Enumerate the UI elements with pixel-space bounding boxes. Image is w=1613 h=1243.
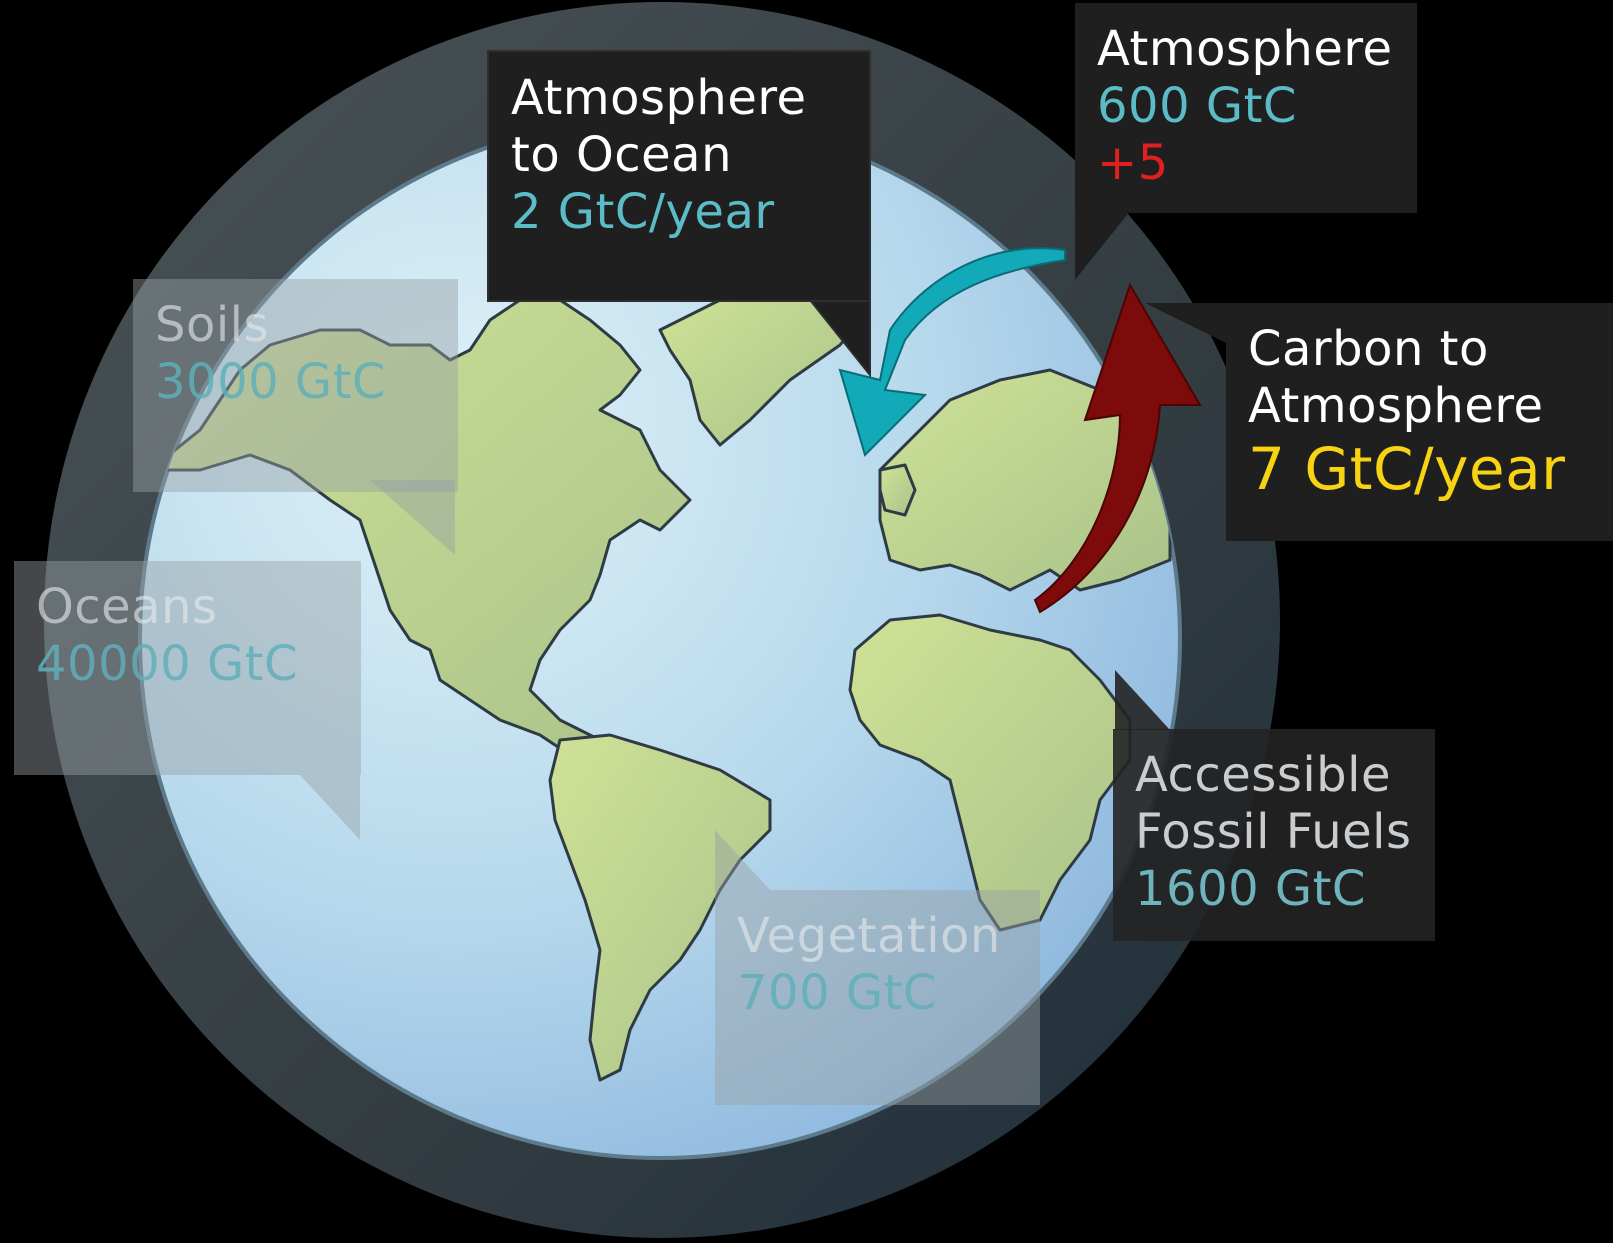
atmosphere-callout: Atmosphere 600 GtC +5 xyxy=(1075,3,1417,213)
oceans-title: Oceans xyxy=(36,579,218,635)
vegetation-title: Vegetation xyxy=(737,908,1001,964)
carbon-to-atmosphere-title-line2: Atmosphere xyxy=(1248,378,1544,434)
north-america-land xyxy=(148,298,692,772)
oceans-callout-pointer xyxy=(300,775,360,840)
soils-callout-pointer xyxy=(370,480,455,555)
fossil-fuels-callout-pointer xyxy=(1115,670,1170,730)
atmosphere-title: Atmosphere xyxy=(1097,21,1393,77)
carbon-to-atmosphere-rate: 7 GtC/year xyxy=(1248,435,1566,503)
atmosphere-to-ocean-rate: 2 GtC/year xyxy=(511,184,775,240)
fossil-fuels-callout: Accessible Fossil Fuels 1600 GtC xyxy=(1113,729,1435,941)
fossil-fuels-value: 1600 GtC xyxy=(1135,861,1366,917)
vegetation-callout-pointer xyxy=(715,830,770,890)
soils-callout: Soils 3000 GtC xyxy=(133,279,458,492)
globe-icon xyxy=(138,116,1182,1160)
oceans-callout: Oceans 40000 GtC xyxy=(14,561,361,775)
soils-title: Soils xyxy=(155,297,270,353)
soils-value: 3000 GtC xyxy=(155,354,386,410)
south-america-land xyxy=(548,733,772,1082)
atmosphere-to-ocean-title-line2: to Ocean xyxy=(511,127,732,183)
atmosphere-to-ocean-title-line1: Atmosphere xyxy=(511,70,807,126)
vegetation-callout: Vegetation 700 GtC xyxy=(715,890,1040,1105)
atmosphere-callout-pointer xyxy=(1075,205,1135,280)
carbon-to-atmosphere-pointer xyxy=(1145,303,1230,345)
fossil-fuels-title-line2: Fossil Fuels xyxy=(1135,804,1412,860)
atmosphere-value: 600 GtC xyxy=(1097,78,1297,134)
africa-land xyxy=(848,613,1132,932)
carbon-to-atmosphere-title-line1: Carbon to xyxy=(1248,321,1489,377)
carbon-to-atmosphere-arrow-icon xyxy=(1033,282,1202,614)
fossil-fuels-title-line1: Accessible xyxy=(1135,747,1391,803)
atmosphere-to-ocean-arrow-icon xyxy=(838,247,1066,457)
oceans-value: 40000 GtC xyxy=(36,636,298,692)
atmosphere-to-ocean-callout: Atmosphere to Ocean 2 GtC/year xyxy=(487,50,871,302)
vegetation-value: 700 GtC xyxy=(737,965,937,1021)
carbon-to-atmosphere-callout: Carbon to Atmosphere 7 GtC/year xyxy=(1226,303,1613,541)
atmosphere-change: +5 xyxy=(1097,135,1169,191)
uk-land xyxy=(878,463,917,517)
